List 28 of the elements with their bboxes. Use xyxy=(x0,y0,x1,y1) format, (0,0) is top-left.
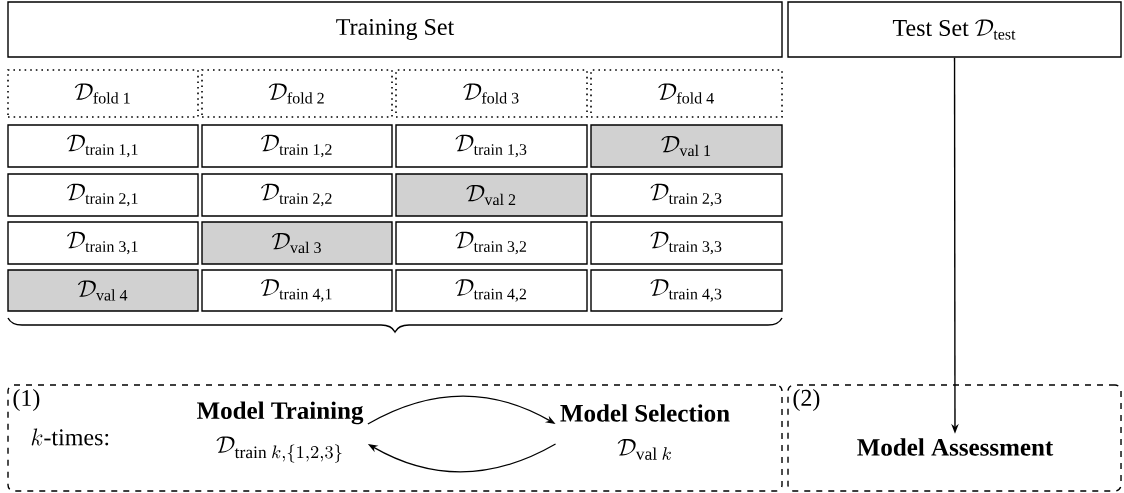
fold-box: $\mathcal{D}_{\text{fold 1}}$ xyxy=(7,69,199,118)
task-label: Model Training $\mathcal{D}_{\text{train }k,\{1,2,3\}}$ xyxy=(197,401,364,463)
task-label: Model Selection $\mathcal{D}_{\text{val }k}$ xyxy=(560,404,730,460)
validation-cell: $\mathcal{D}_{\text{val 1}}$ xyxy=(590,124,783,168)
training-cell: $\mathcal{D}_{\text{train 1,3}}$ xyxy=(395,124,588,168)
training-cell: $\mathcal{D}_{\text{train 2,2}}$ xyxy=(201,173,393,217)
validation-cell: $\mathcal{D}_{\text{val 2}}$ xyxy=(395,173,588,217)
set-box: Training Set xyxy=(7,1,783,58)
training-cell: $\mathcal{D}_{\text{train 4,3}}$ xyxy=(590,269,783,312)
training-cell: $\mathcal{D}_{\text{train 3,2}}$ xyxy=(395,221,588,265)
task-label: Model Assessment xyxy=(857,438,1054,456)
training-cell: $\mathcal{D}_{\text{train 3,3}}$ xyxy=(590,221,783,265)
fold-box: $\mathcal{D}_{\text{fold 2}}$ xyxy=(201,69,393,118)
step-number: (1) xyxy=(13,389,40,411)
repeat-label: $k\text{-times:}$ xyxy=(31,428,109,446)
training-cell: $\mathcal{D}_{\text{train 2,1}}$ xyxy=(7,173,199,217)
training-cell: $\mathcal{D}_{\text{train 3,1}}$ xyxy=(7,221,199,265)
fold-box: $\mathcal{D}_{\text{fold 3}}$ xyxy=(395,69,588,118)
training-cell: $\mathcal{D}_{\text{train 2,3}}$ xyxy=(590,173,783,217)
validation-cell: $\mathcal{D}_{\text{val 3}}$ xyxy=(201,221,393,265)
training-cell: $\mathcal{D}_{\text{train 4,2}}$ xyxy=(395,269,588,312)
step-number: (2) xyxy=(793,389,820,411)
validation-cell: $\mathcal{D}_{\text{val 4}}$ xyxy=(7,269,199,312)
training-cell: $\mathcal{D}_{\text{train 1,1}}$ xyxy=(7,124,199,168)
set-box: Test Set $\mathcal{D}_{\text{test}}$ xyxy=(787,1,1122,58)
fold-box: $\mathcal{D}_{\text{fold 4}}$ xyxy=(590,69,783,118)
training-cell: $\mathcal{D}_{\text{train 4,1}}$ xyxy=(201,269,393,312)
training-cell: $\mathcal{D}_{\text{train 1,2}}$ xyxy=(201,124,393,168)
